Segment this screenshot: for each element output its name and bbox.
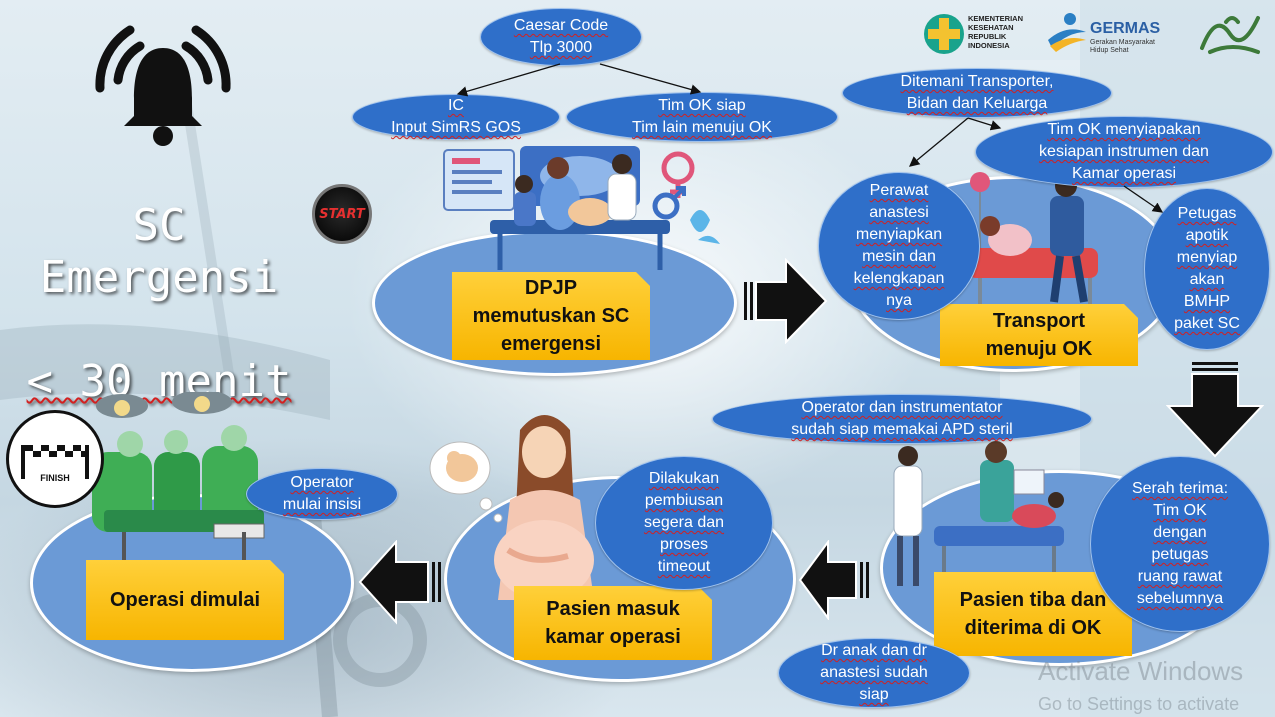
- callout-ic: IC Input SimRS GOS: [352, 94, 560, 140]
- watermark-subtitle: Go to Settings to activate: [1038, 694, 1239, 715]
- right-arrow-icon: [744, 258, 828, 344]
- step-operasi: Operasi dimulai: [86, 560, 284, 640]
- left-arrow-icon: [358, 540, 442, 626]
- down-arrow-icon: [1166, 362, 1264, 458]
- germas-tagline: Gerakan Masyarakat Hidup Sehat: [1090, 39, 1155, 55]
- watermark-title: Activate Windows: [1038, 656, 1243, 687]
- start-button-icon: START: [312, 184, 372, 244]
- callout-tim-ok-siap: Tim OK siap Tim lain menuju OK: [566, 92, 838, 142]
- callout-serah-terima: Serah terima: Tim OK dengan petugas ruan…: [1090, 456, 1270, 632]
- kemenkes-emblem-icon: [922, 12, 966, 56]
- left-arrow-icon: [798, 540, 870, 620]
- kemenkes-text: KEMENTERIAN KESEHATAN REPUBLIK INDONESIA: [968, 14, 1023, 50]
- kemenkes-logo: KEMENTERIAN KESEHATAN REPUBLIK INDONESIA: [922, 12, 1040, 56]
- germas-text: GERMAS: [1090, 20, 1160, 38]
- pregnant-woman-illustration: [424, 400, 614, 610]
- callout-dilakukan: Dilakukan pembiusan segera dan proses ti…: [595, 456, 773, 590]
- callout-caesar-code: Caesar Code Tlp 3000: [480, 8, 642, 66]
- callout-ditemani: Ditemani Transporter, Bidan dan Keluarga: [842, 68, 1112, 118]
- germas-swoosh-icon: [1046, 10, 1088, 54]
- finish-label: FINISH: [9, 473, 101, 483]
- step-transport: Transport menuju OK: [940, 304, 1138, 366]
- callout-operator-insisi: Operator mulai insisi: [246, 468, 398, 520]
- title-line1: SC Emergensi: [14, 200, 304, 304]
- alarm-bell-icon: [78, 18, 248, 148]
- callout-operator-apd: Operator dan instrumentator sudah siap m…: [712, 394, 1092, 444]
- germas-logo: GERMAS Gerakan Masyarakat Hidup Sehat: [1046, 10, 1171, 58]
- hospital-calligraphy-logo-icon: [1196, 8, 1266, 58]
- start-label: START: [319, 207, 365, 222]
- step-masuk: Pasien masuk kamar operasi: [514, 586, 712, 660]
- thought-bubble-icon: [430, 442, 502, 522]
- doctor-patient-illustration: [440, 140, 730, 275]
- finish-flag-icon: FINISH: [6, 410, 104, 508]
- callout-tim-ok-menyiapkan: Tim OK menyiapakan kesiapan instrumen da…: [975, 116, 1273, 188]
- callout-perawat: Perawat anastesi menyiapkan mesin dan ke…: [818, 172, 980, 320]
- step-dpjp: DPJP memutuskan SC emergensi: [452, 272, 650, 360]
- callout-dr-anak: Dr anak dan dr anastesi sudah siap: [778, 638, 970, 708]
- callout-petugas: Petugas apotik menyiap akan BMHP paket S…: [1144, 188, 1270, 350]
